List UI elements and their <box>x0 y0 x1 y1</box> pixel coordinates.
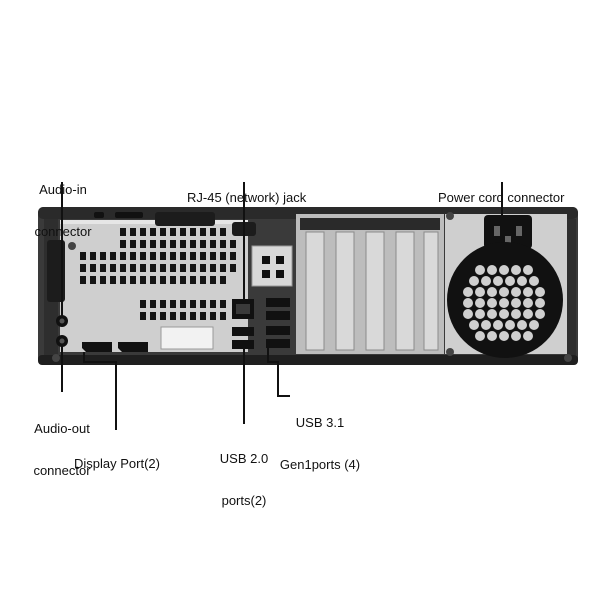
usb31-ports <box>266 298 290 348</box>
rj45-label-line1: RJ-45 (network) jack <box>187 190 307 205</box>
label-sticker <box>160 326 214 350</box>
display-port-label: Display Port(2) <box>74 429 160 499</box>
audio-out-label: Audio-out connector <box>22 394 102 506</box>
power-label: Power cord connector <box>438 163 564 233</box>
audio-in-label-line1: Audio-in <box>39 182 87 197</box>
audio-in-label-line2: connector <box>34 224 92 239</box>
display-port-leader <box>83 352 117 430</box>
audio-out-label-line1: Audio-out <box>34 421 90 436</box>
blank-plate <box>251 245 293 287</box>
audio-in-jack <box>56 315 68 327</box>
usb31-leader <box>267 348 290 397</box>
usb2-label: USB 2.0 ports(2) <box>214 424 274 536</box>
rj45-label: RJ-45 (network) jack <box>187 163 306 233</box>
usb31-label: USB 3.1 Gen1ports (4) <box>272 388 368 500</box>
audio-out-label-line2: connector <box>33 463 91 478</box>
usb2-ports <box>232 327 254 349</box>
display-port-label-line1: Display Port(2) <box>74 456 160 471</box>
security-slot <box>94 212 143 218</box>
ventilation-holes <box>80 228 236 320</box>
display-port-2 <box>118 342 148 352</box>
rj45-jack <box>232 299 254 319</box>
fan-grille <box>447 242 563 358</box>
audio-in-label: Audio-in connector <box>28 155 98 267</box>
usb31-label-line2: Gen1ports (4) <box>279 457 361 472</box>
screws <box>52 212 572 362</box>
side-cover <box>47 240 65 302</box>
usb2-label-line2: ports(2) <box>221 493 267 508</box>
top-handle <box>155 212 215 226</box>
usb31-label-line1: USB 3.1 <box>295 415 345 430</box>
audio-out-jack <box>56 335 68 347</box>
leader-lines <box>61 182 503 430</box>
display-port-1 <box>82 342 112 352</box>
expansion-slots <box>296 214 444 354</box>
usb2-label-line1: USB 2.0 <box>219 451 269 466</box>
power-label-line1: Power cord connector <box>438 190 565 205</box>
